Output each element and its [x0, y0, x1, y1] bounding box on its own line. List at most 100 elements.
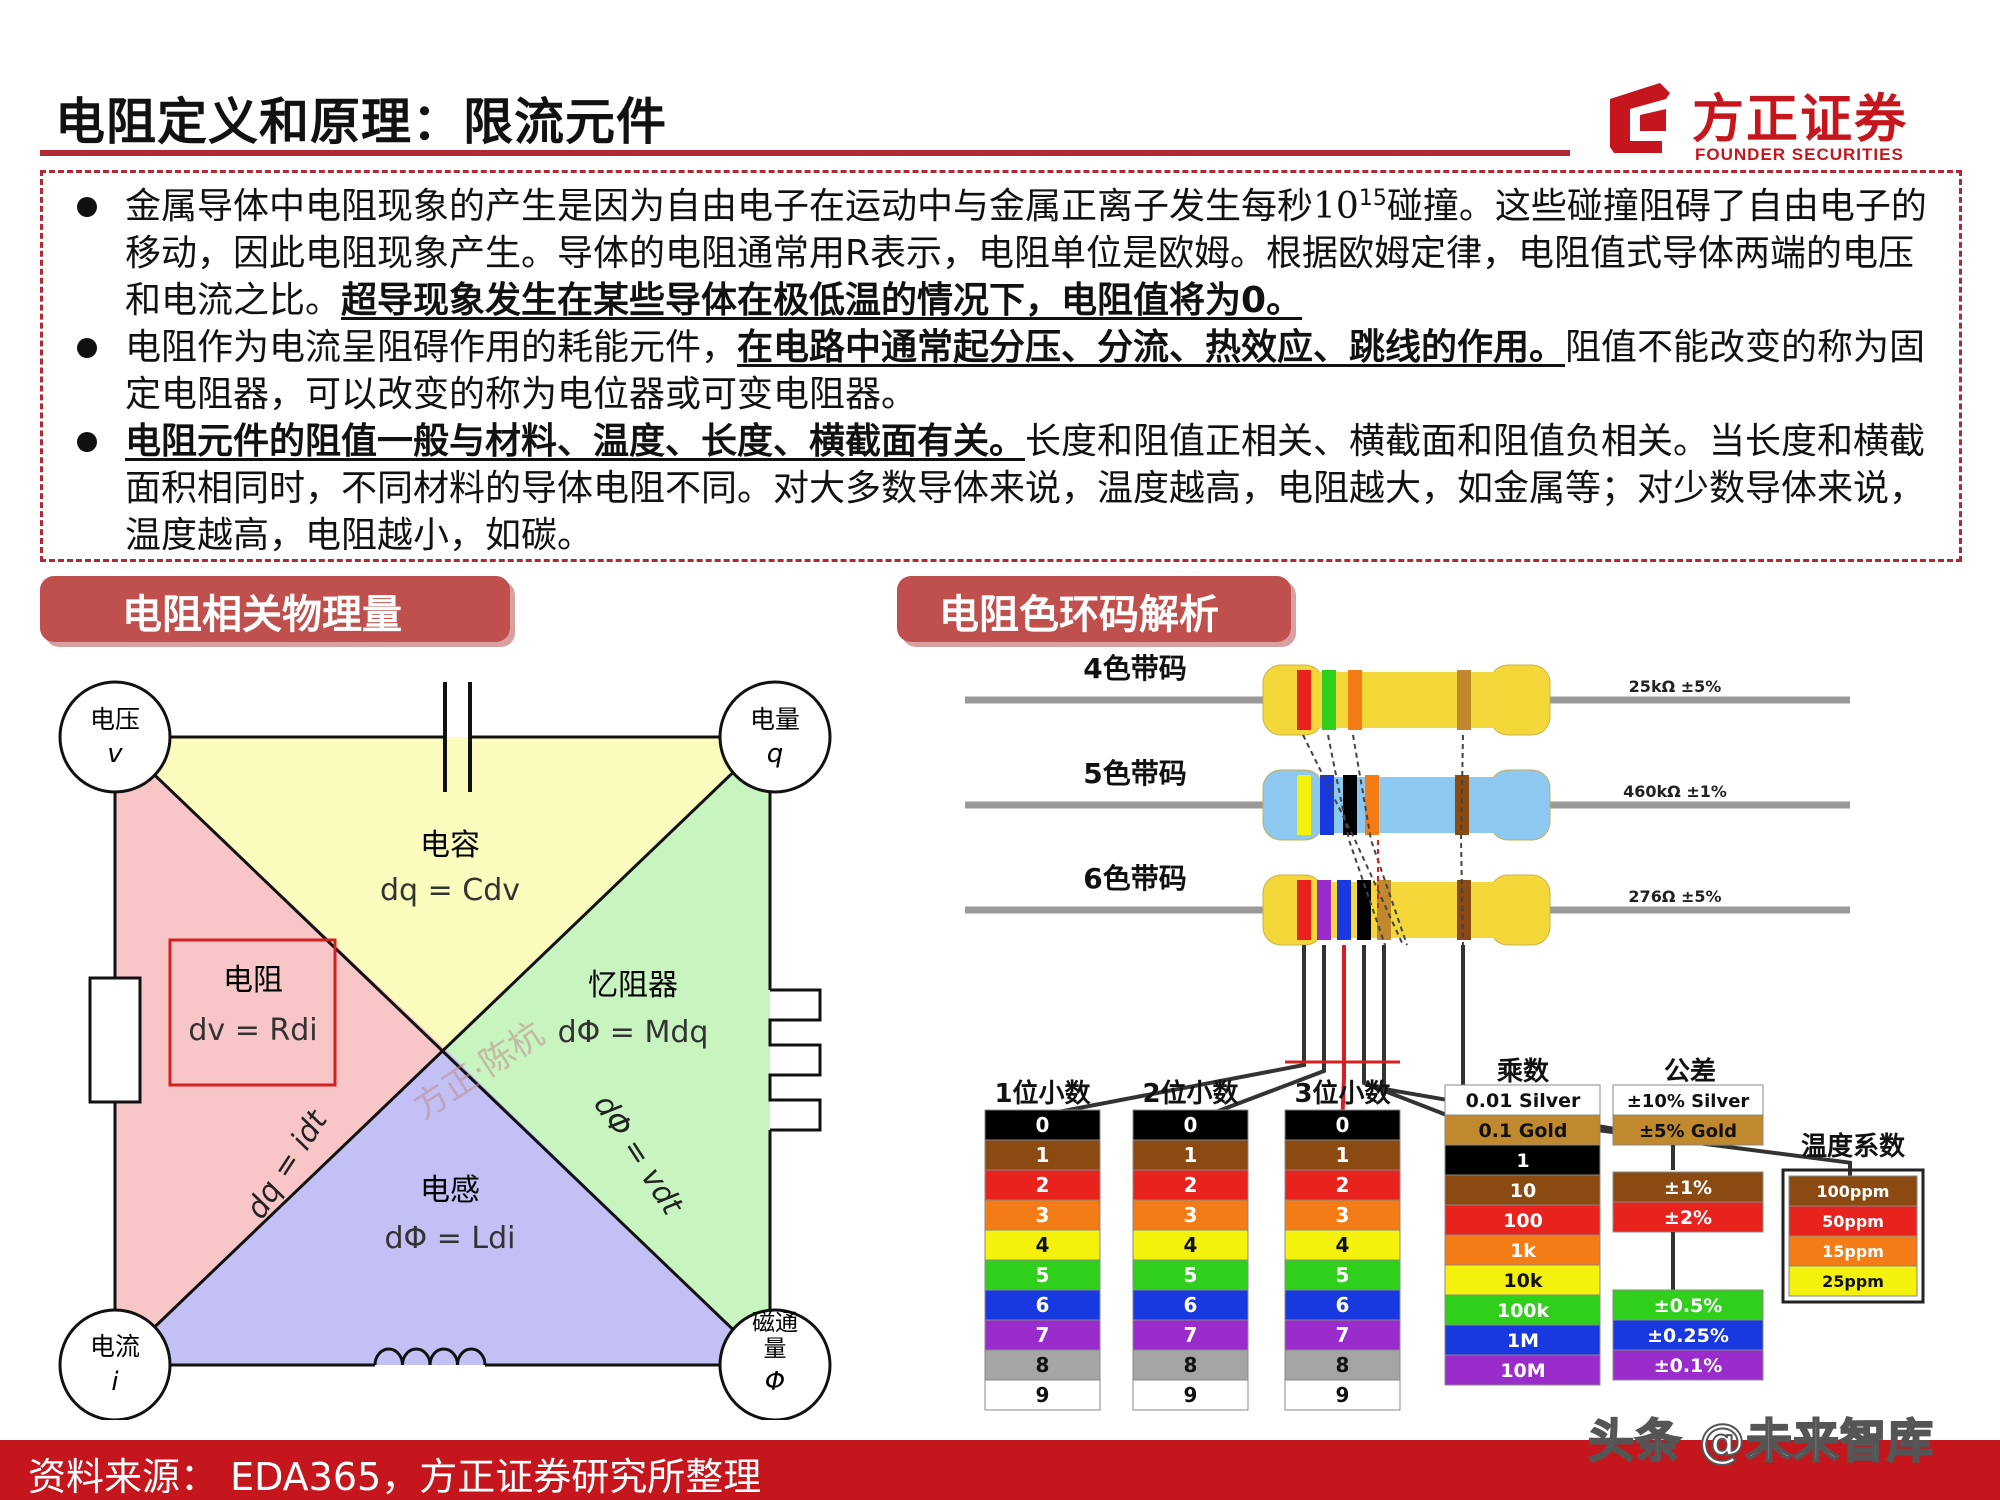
node-flux-symbol: Φ	[765, 1367, 785, 1397]
color-cell	[1132, 1169, 1249, 1201]
alignment-guide	[1327, 734, 1386, 946]
memristor-region	[444, 737, 770, 1365]
tempco-value: 100ppm	[1817, 1182, 1890, 1201]
column-header: 3位小数	[1294, 1078, 1391, 1109]
tolerance-value: ±2%	[1664, 1207, 1712, 1229]
digit-value: 0	[1184, 1113, 1198, 1137]
color-band	[1297, 775, 1311, 835]
section-title-physical-quantities: 电阻相关物理量	[40, 576, 510, 642]
color-band	[1457, 670, 1471, 730]
node-charge-label: 电量	[750, 705, 800, 734]
multiplier-value: 10k	[1503, 1270, 1542, 1292]
color-cell	[1612, 1319, 1764, 1351]
capacitor-formula: dq = Cdv	[380, 873, 520, 908]
digit-value: 7	[1036, 1323, 1050, 1347]
color-cell	[1284, 1229, 1401, 1261]
tempco-frame	[1781, 1168, 1925, 1304]
digit-value: 1	[1184, 1143, 1198, 1167]
digit-value: 6	[1336, 1293, 1350, 1317]
color-cell	[1788, 1175, 1918, 1207]
column-header: 2位小数	[1142, 1078, 1239, 1109]
bullet-dot-icon	[77, 338, 97, 358]
color-band	[1457, 880, 1471, 940]
company-logo: 方正证券 FOUNDER SECURITIES	[1600, 75, 1930, 165]
color-cell	[1132, 1319, 1249, 1351]
digit-value: 8	[1336, 1353, 1350, 1377]
multiplier-value: 1	[1516, 1150, 1529, 1172]
column-header: 1位小数	[994, 1078, 1091, 1109]
digit-value: 7	[1336, 1323, 1350, 1347]
inductor-region	[115, 1048, 770, 1365]
color-cell	[1284, 1349, 1401, 1381]
color-band	[1377, 880, 1391, 940]
resistor-label: 电阻	[223, 963, 283, 998]
color-band	[1317, 880, 1331, 940]
bullet-item-3: 电阻元件的阻值一般与材料、温度、长度、横截面有关。长度和阻值正相关、横截面和阻值…	[63, 418, 1933, 559]
color-band	[1348, 670, 1362, 730]
tempco-value: 25ppm	[1822, 1272, 1884, 1291]
bullet-3-text: 长度和阻值正相关、横截面和阻值负相关。当长度和横截面积相同时，不同材料的导体电阻…	[125, 421, 1926, 556]
color-band	[1337, 880, 1351, 940]
node-voltage-symbol: v	[107, 739, 123, 769]
color-cell	[1444, 1354, 1601, 1386]
color-band	[1320, 775, 1334, 835]
color-cell	[1444, 1174, 1601, 1206]
color-cell	[1284, 1199, 1401, 1231]
tolerance-value: ±0.1%	[1654, 1355, 1723, 1377]
column-header: 温度系数	[1801, 1131, 1906, 1162]
column-header: 公差	[1664, 1056, 1716, 1087]
color-band	[1297, 880, 1311, 940]
summary-box: 金属导体中电阻现象的产生是因为自由电子在运动中与金属正离子发生每秒1015碰撞。…	[40, 170, 1962, 562]
digit-value: 4	[1336, 1233, 1350, 1257]
color-cell	[1132, 1259, 1249, 1291]
bullet-1-text-b: 碰撞。这些碰撞阻碍了自由电子的移动，因此电阻现象产生。导体的电阻通常用R表示，电…	[125, 186, 1927, 321]
memristor-label: 忆阻器	[588, 968, 678, 1003]
color-cell	[1132, 1139, 1249, 1171]
color-cell	[984, 1319, 1101, 1351]
bullet-1-text-a: 金属导体中电阻现象的产生是因为自由电子在运动中与金属正离子发生每秒	[125, 186, 1314, 227]
color-band	[1297, 670, 1311, 730]
digit-value: 1	[1336, 1143, 1350, 1167]
source-note: 资料来源： EDA365，方正证券研究所整理	[28, 1455, 762, 1499]
color-band	[1357, 880, 1371, 940]
color-cell	[1132, 1349, 1249, 1381]
digit-value: 5	[1336, 1263, 1350, 1287]
capacitor-region	[115, 737, 770, 1048]
digit-value: 9	[1336, 1383, 1350, 1407]
color-cell	[1444, 1144, 1601, 1176]
color-cell	[1612, 1171, 1764, 1203]
node-current-label: 电流	[90, 1332, 140, 1361]
founder-logo-icon	[1610, 83, 1670, 153]
color-cell	[1284, 1289, 1401, 1321]
capacitor-label: 电容	[420, 828, 480, 863]
color-cell	[1132, 1229, 1249, 1261]
color-cell	[1444, 1114, 1601, 1146]
tempco-column: 温度系数 100ppm 50ppm 15ppm 25ppm	[1781, 1131, 1925, 1304]
multiplier-value: 1M	[1507, 1330, 1539, 1352]
color-cell	[1612, 1349, 1764, 1381]
node-voltage-label: 电压	[90, 705, 140, 734]
multiplier-value: 10	[1510, 1180, 1536, 1202]
bullet-2-text-b: 阻值不能改变的称为固定电阻器，可以改变的称为电位器或可变电阻器。	[125, 327, 1926, 415]
color-cell	[1284, 1169, 1401, 1201]
digit-value: 6	[1184, 1293, 1198, 1317]
node-current-symbol: i	[111, 1367, 119, 1397]
color-cell	[1788, 1265, 1918, 1297]
bullet-2-emphasis: 在电路中通常起分压、分流、热效应、跳线的作用。	[737, 327, 1566, 368]
multiplier-value: 100k	[1497, 1300, 1550, 1322]
bullet-2-text-a: 电阻作为电流呈阻碍作用的耗能元件，	[125, 327, 738, 368]
color-cell	[1132, 1109, 1249, 1141]
bullet-1-emphasis: 超导现象发生在某些导体在极低温的情况下，电阻值将为0。	[341, 280, 1303, 321]
tempco-value: 15ppm	[1822, 1242, 1884, 1261]
color-cell	[1444, 1294, 1601, 1326]
node-charge-symbol: q	[767, 739, 784, 769]
tempco-value: 50ppm	[1822, 1212, 1884, 1231]
resistor-formula: dv = Rdi	[188, 1013, 317, 1048]
color-cell	[984, 1349, 1101, 1381]
color-cell	[1444, 1234, 1601, 1266]
band-type-label: 4色带码	[1083, 652, 1186, 685]
resistor-body	[1295, 882, 1520, 938]
logo-english-text: FOUNDER SECURITIES	[1695, 145, 1904, 164]
